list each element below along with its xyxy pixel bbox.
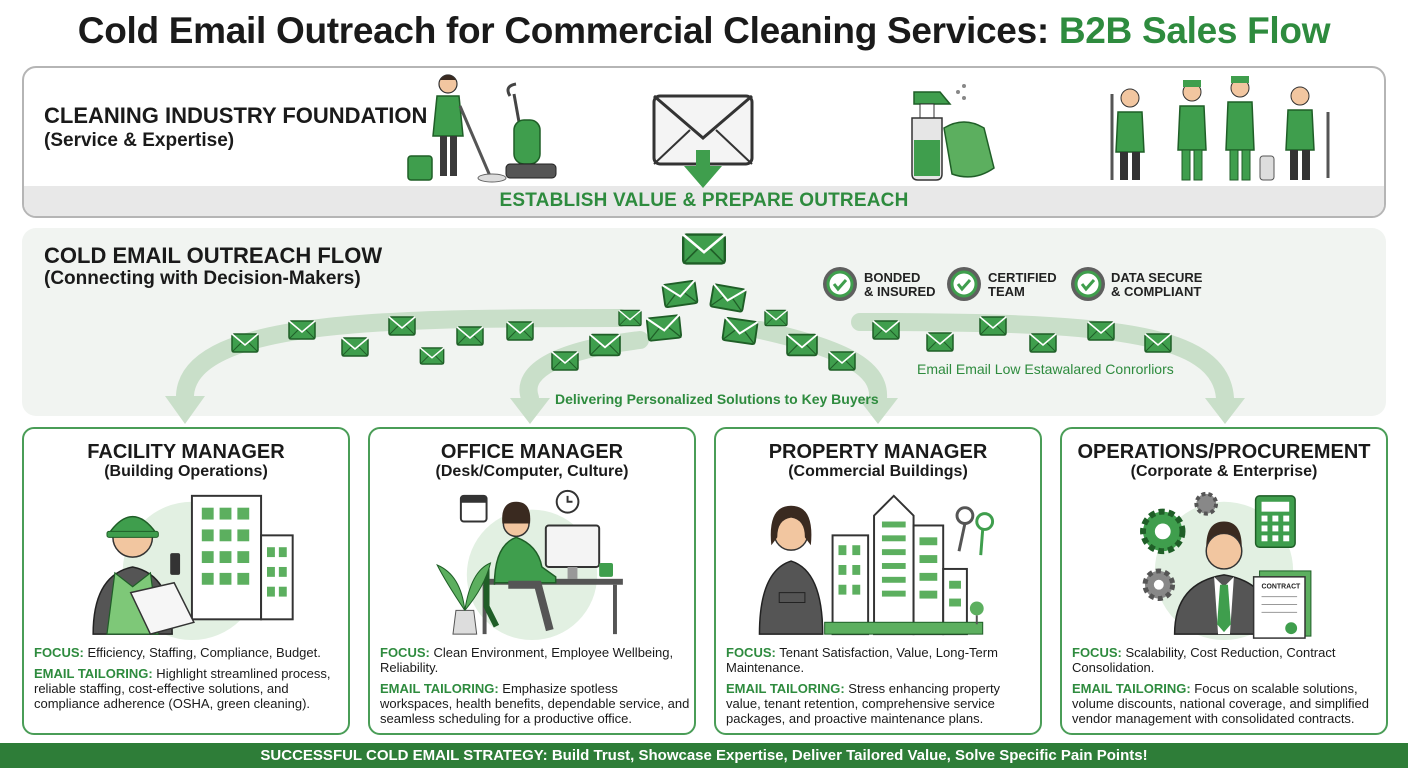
office-manager-illustration [436, 489, 623, 641]
tailoring-label: EMAIL TAILORING: [34, 666, 153, 681]
badge-bonded: BONDED& INSURED [864, 271, 936, 299]
flow-caption-center: Delivering Personalized Solutions to Key… [555, 391, 879, 407]
gear-icon [1140, 491, 1219, 602]
facility-manager-illustration [92, 494, 294, 641]
badge-certified-line2: TEAM [988, 284, 1025, 299]
tailoring-label: EMAIL TAILORING: [1072, 681, 1191, 696]
tailoring-text: Focus on scalable solutions, volume disc… [1072, 681, 1370, 726]
flow-subheading: (Connecting with Decision-Makers) [44, 268, 361, 289]
flow-caption-right: Email Email Low Estawalared Conrorliors [917, 361, 1174, 377]
businessman-icon [1173, 521, 1275, 635]
badge-bonded-line2: & INSURED [864, 284, 936, 299]
worker-hard-hat-icon [92, 516, 195, 636]
tailoring-text: Highlight streamlined process, reliable … [34, 666, 331, 711]
card-operations-procurement: OPERATIONS/PROCUREMENT (Corporate & Ente… [1060, 427, 1388, 735]
badge-data-secure-line1: DATA SECURE [1111, 270, 1203, 285]
potted-plant-icon [436, 562, 492, 635]
focus-text: Scalability, Cost Reduction, Contract Co… [1072, 645, 1336, 675]
calendar-icon [459, 494, 488, 523]
card-subtitle: (Commercial Buildings) [788, 463, 968, 480]
property-manager-illustration [758, 494, 995, 636]
flow-heading: COLD EMAIL OUTREACH FLOW [44, 243, 383, 268]
contract-label: CONTRACT [1262, 584, 1302, 591]
calculator-icon [1254, 495, 1296, 548]
tree-icon [969, 601, 984, 625]
clock-icon [555, 489, 580, 514]
city-buildings-icon [824, 494, 984, 636]
badge-data-secure-line2: & COMPLIANT [1111, 284, 1202, 299]
card-title: OPERATIONS/PROCUREMENT [1077, 441, 1371, 463]
focus-text: Efficiency, Staffing, Compliance, Budget… [83, 645, 321, 660]
businesswoman-icon [758, 505, 824, 635]
computer-monitor-icon [544, 524, 601, 579]
operations-illustration: CONTRACT [1140, 491, 1312, 641]
card-title: PROPERTY MANAGER [768, 441, 988, 463]
focus-label: FOCUS: [34, 645, 84, 660]
page-title: Cold Email Outreach for Commercial Clean… [0, 10, 1408, 52]
foundation-panel: ESTABLISH VALUE & PREPARE OUTREACH [22, 66, 1386, 218]
badge-bonded-line1: BONDED [864, 270, 921, 285]
tailoring-label: EMAIL TAILORING: [380, 681, 499, 696]
office-building-icon [190, 494, 294, 621]
focus-label: FOCUS: [1072, 645, 1122, 660]
tailoring-text: Emphasize spotless workspaces, health be… [380, 681, 690, 726]
coffee-cup-icon [599, 563, 613, 577]
focus-text: Tenant Satisfaction, Value, Long-Term Ma… [726, 645, 998, 675]
card-title: FACILITY MANAGER [87, 441, 285, 463]
card-property-manager: PROPERTY MANAGER (Commercial Buildings) [714, 427, 1042, 735]
foundation-band-label: ESTABLISH VALUE & PREPARE OUTREACH [499, 190, 909, 211]
office-worker-icon [483, 501, 557, 632]
card-subtitle: (Building Operations) [104, 463, 268, 480]
focus-label: FOCUS: [726, 645, 776, 660]
card-subtitle: (Corporate & Enterprise) [1130, 463, 1318, 480]
badge-data-secure: DATA SECURE& COMPLIANT [1111, 271, 1202, 299]
focus-text: Clean Environment, Employee Wellbeing, R… [380, 645, 674, 675]
tailoring-text: Stress enhancing property value, tenant … [726, 681, 1001, 726]
focus-label: FOCUS: [380, 645, 430, 660]
card-office-manager: OFFICE MANAGER (Desk/Computer, Culture) [368, 427, 696, 735]
badge-certified-line1: CERTIFIED [988, 270, 1057, 285]
foundation-heading: CLEANING INDUSTRY FOUNDATION [44, 103, 428, 128]
title-accent: B2B Sales Flow [1058, 10, 1331, 51]
card-subtitle: (Desk/Computer, Culture) [435, 463, 629, 480]
card-facility-manager: FACILITY MANAGER (Building Operations) [22, 427, 350, 735]
keys-icon [955, 506, 995, 556]
contract-document-icon: CONTRACT [1252, 570, 1312, 639]
tailoring-label: EMAIL TAILORING: [726, 681, 845, 696]
footer-banner: SUCCESSFUL COLD EMAIL STRATEGY: Build Tr… [0, 743, 1408, 768]
card-title: OFFICE MANAGER [440, 441, 624, 463]
foundation-subheading: (Service & Expertise) [44, 130, 235, 151]
foundation-band [24, 186, 1384, 216]
title-main: Cold Email Outreach for Commercial Clean… [77, 10, 1049, 51]
